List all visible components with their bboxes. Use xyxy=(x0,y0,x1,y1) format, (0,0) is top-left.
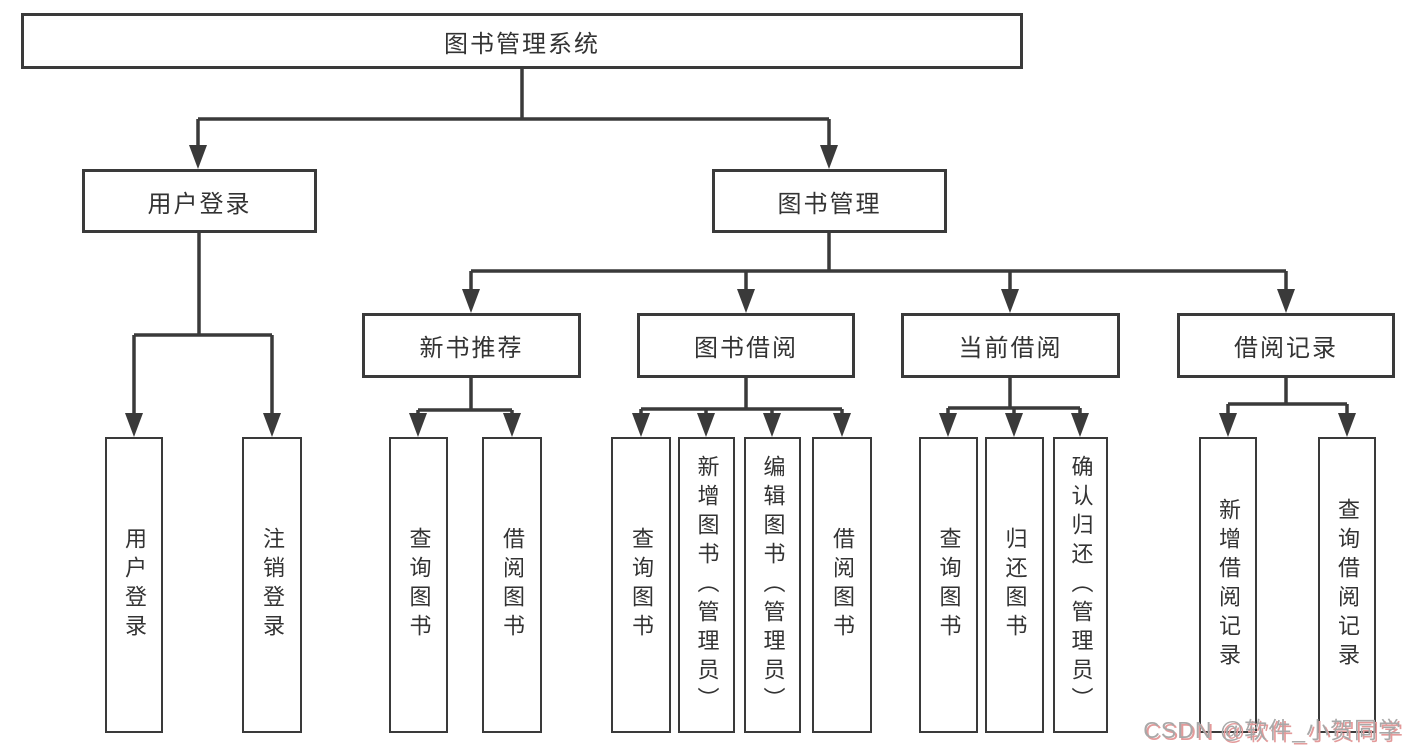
node-query-books-recommend: 查询图书 xyxy=(389,437,448,733)
node-edit-books-admin: 编辑图书（管理员） xyxy=(744,437,801,733)
node-borrowing-records: 借阅记录 xyxy=(1177,313,1395,378)
node-return-books: 归还图书 xyxy=(985,437,1044,733)
node-label: 新书推荐 xyxy=(419,335,524,362)
node-label: 用户登录 xyxy=(122,527,147,643)
connector-borrowing-to-leaves xyxy=(632,378,851,437)
node-label: 图书管理系统 xyxy=(444,30,600,58)
node-query-books-borrow: 查询图书 xyxy=(611,437,671,733)
connector-root-to-level1 xyxy=(189,69,838,169)
node-label: 图书借阅 xyxy=(694,335,798,362)
node-label: 查询借阅记录 xyxy=(1335,498,1360,672)
node-book-borrowing: 图书借阅 xyxy=(637,313,855,378)
connector-bookmgmt-to-level2 xyxy=(462,233,1295,313)
node-library-management-system: 图书管理系统 xyxy=(21,13,1023,69)
connector-records-to-leaves xyxy=(1219,378,1356,437)
connector-login-to-leaves xyxy=(125,233,281,437)
connector-current-to-leaves xyxy=(939,378,1089,437)
node-label: 新增图书（管理员） xyxy=(694,454,720,716)
node-label: 用户登录 xyxy=(147,190,252,218)
node-borrow-books: 借阅图书 xyxy=(812,437,872,733)
node-label: 查询图书 xyxy=(936,527,962,643)
node-query-borrow-record: 查询借阅记录 xyxy=(1318,437,1376,733)
node-user-login-action: 用户登录 xyxy=(105,437,163,733)
node-query-books-current: 查询图书 xyxy=(919,437,978,733)
node-label: 新增借阅记录 xyxy=(1216,498,1241,672)
node-book-management: 图书管理 xyxy=(712,169,947,233)
node-add-books-admin: 新增图书（管理员） xyxy=(678,437,735,733)
node-new-book-recommend: 新书推荐 xyxy=(362,313,581,378)
node-confirm-return-admin: 确认归还（管理员） xyxy=(1053,437,1108,733)
node-label: 查询图书 xyxy=(629,527,654,643)
node-label: 图书管理 xyxy=(777,190,882,218)
node-logout-action: 注销登录 xyxy=(242,437,302,733)
node-label: 借阅图书 xyxy=(830,527,855,643)
node-label: 确认归还（管理员） xyxy=(1068,454,1094,716)
connector-newbooks-to-leaves xyxy=(409,378,521,437)
node-label: 借阅记录 xyxy=(1234,335,1338,362)
node-add-borrow-record: 新增借阅记录 xyxy=(1199,437,1257,733)
csdn-watermark: CSDN @软件_小贺同学 xyxy=(1143,717,1402,743)
node-current-borrowing: 当前借阅 xyxy=(901,313,1120,378)
node-label: 归还图书 xyxy=(1002,527,1028,643)
node-label: 当前借阅 xyxy=(958,335,1063,362)
node-label: 借阅图书 xyxy=(500,527,525,643)
node-label: 注销登录 xyxy=(260,527,285,643)
node-user-login: 用户登录 xyxy=(82,169,317,233)
node-label: 查询图书 xyxy=(406,527,432,643)
node-label: 编辑图书（管理员） xyxy=(760,454,786,716)
node-borrow-books-recommend: 借阅图书 xyxy=(482,437,542,733)
